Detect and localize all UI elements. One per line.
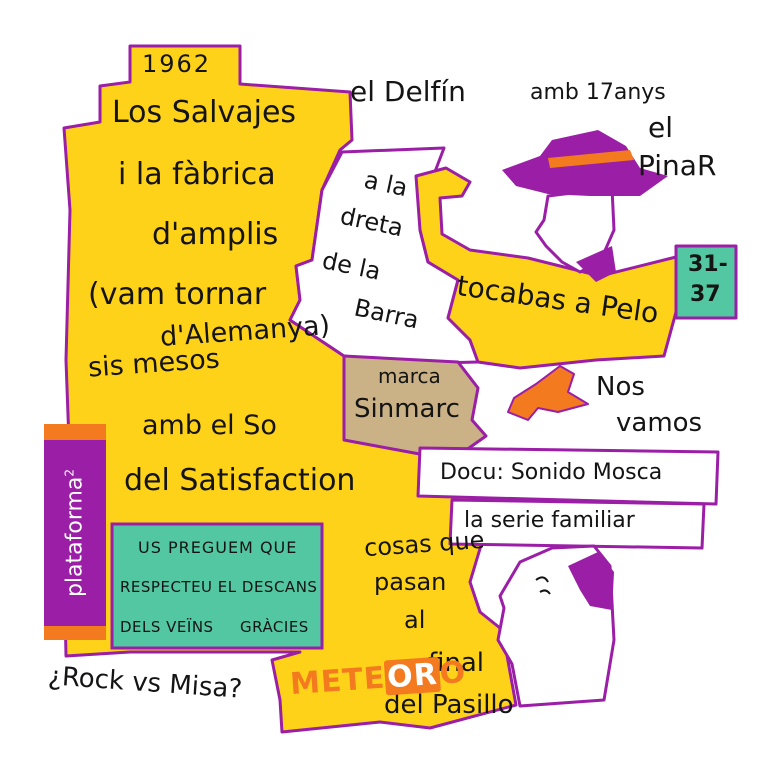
badge-line-2: 37: [690, 282, 721, 307]
man-collar-shape: [576, 246, 616, 282]
left-line-4: (vam tornar: [88, 277, 267, 312]
left-line-3: d'amplis: [152, 217, 279, 252]
cosas-line-3: al: [404, 606, 426, 634]
left-line-8: del Satisfaction: [124, 463, 356, 498]
nos-vamos-line-1: Nos: [596, 372, 645, 402]
plataforma-sup: 2: [62, 468, 77, 477]
left-line-7: amb el So: [142, 410, 277, 441]
man-head-shape: [534, 186, 616, 274]
notice-box-shape: [110, 522, 324, 650]
nos-vamos-line-2: vamos: [616, 408, 703, 438]
cosas-line-2: pasan: [374, 568, 447, 596]
delfin-label: el Delfín: [350, 75, 466, 108]
meteoro-pre: METE: [288, 660, 387, 703]
notice-line-2: RESPECTEU EL DESCANS: [120, 578, 318, 596]
notice-line-3: DELS VEÏNS: [120, 618, 214, 636]
docu-box-top: [416, 446, 720, 506]
marca-box-shape: [342, 354, 488, 462]
meteoro-mid: OR: [384, 656, 441, 696]
marca-line-1: marca: [378, 364, 441, 388]
pinar-line-3: PinaR: [638, 149, 717, 182]
docu-line-1: Docu: Sonido Mosca: [440, 460, 663, 485]
cosas-line-5: del Pasillo: [384, 690, 514, 720]
pinar-line-1: amb 17anys: [530, 80, 666, 105]
notice-line-4: GRÀCIES: [240, 618, 309, 636]
pinar-line-2: el: [648, 111, 674, 144]
plataforma-text: plataforma: [62, 476, 88, 598]
marca-line-2: Sinmarc: [354, 394, 460, 424]
plataforma-sign-shape: [44, 428, 106, 638]
bald-head-hair: [568, 552, 614, 610]
left-line-2: i la fàbrica: [118, 157, 276, 192]
docu-line-2: la serie familiar: [464, 508, 635, 533]
year-label: 1962: [142, 50, 212, 78]
plataforma-label: plataforma2: [62, 468, 88, 598]
badge-line-1: 31-: [688, 252, 728, 277]
notice-line-1: US PREGUEM QUE: [138, 538, 298, 557]
left-line-1: Los Salvajes: [112, 95, 297, 130]
docu-box-bottom: [448, 498, 706, 550]
badge-shape: [674, 244, 738, 320]
orange-flag-icon: [507, 365, 589, 421]
meteoro-post: O: [438, 654, 468, 692]
